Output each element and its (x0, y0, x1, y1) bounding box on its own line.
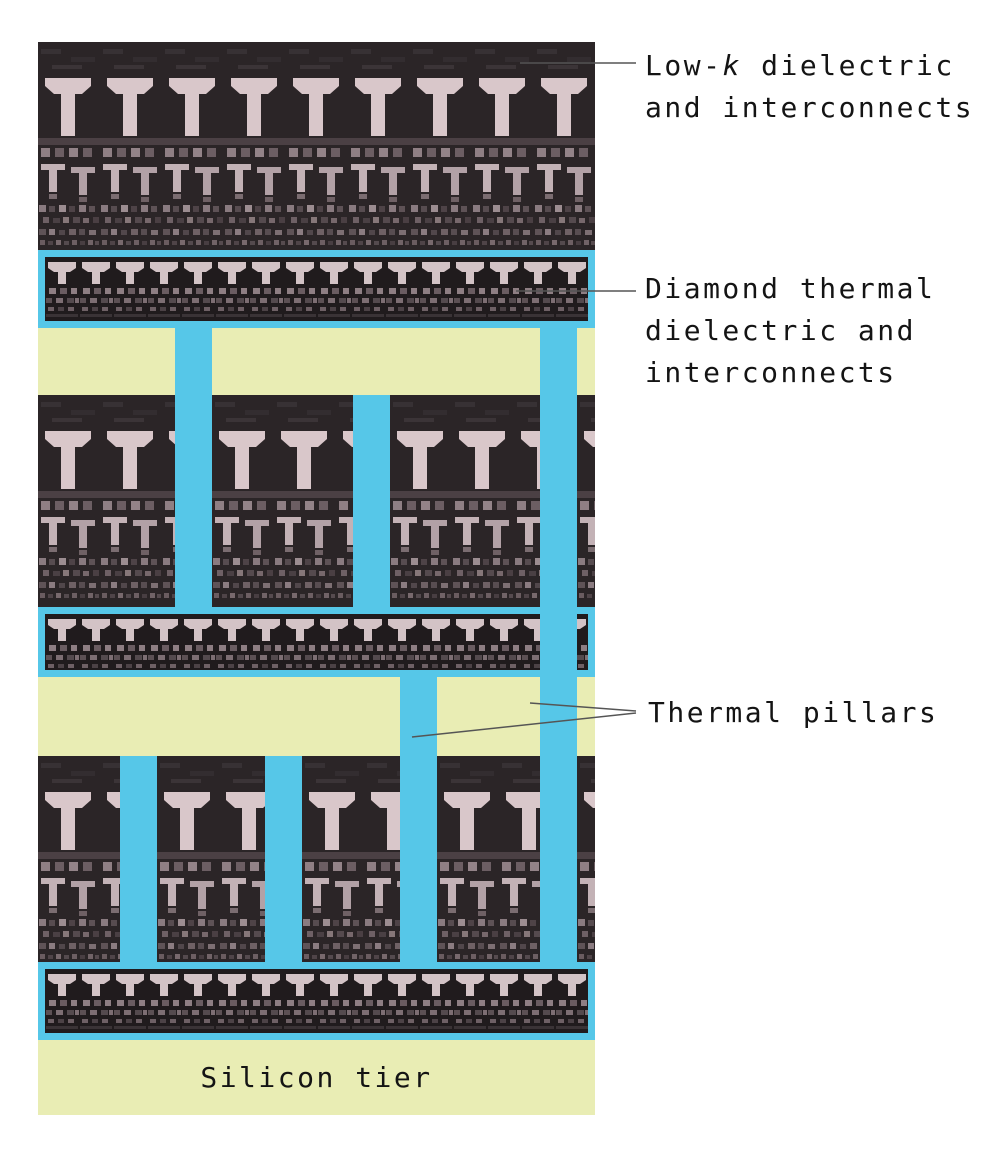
tier-block (577, 756, 595, 962)
thermal-pillar (540, 327, 577, 396)
diamond-layer-1 (38, 250, 595, 328)
label-low-k-pre: Low- (645, 49, 723, 82)
tier-block (390, 395, 540, 607)
thermal-pillar (540, 606, 577, 678)
tier-bottom (38, 756, 595, 962)
interconnect-texture (157, 756, 265, 962)
diamond-layer-2 (38, 606, 595, 678)
tier-top (38, 42, 595, 250)
interconnect-texture (437, 756, 540, 962)
label-low-k-dielectric: Low-k dielectric and interconnects (645, 45, 974, 129)
interconnect-texture (390, 395, 540, 607)
thermal-pillar (540, 676, 577, 757)
interconnect-texture (577, 756, 595, 962)
label-thermal-pillars-text: Thermal pillars (648, 696, 939, 729)
label-diamond-line1: Diamond thermal (645, 272, 936, 305)
interconnect-texture (577, 395, 595, 607)
silicon-tier: Silicon tier (38, 1040, 595, 1115)
tier-block (437, 756, 540, 962)
interconnect-texture (302, 756, 400, 962)
label-diamond-thermal: Diamond thermal dielectric and interconn… (645, 268, 935, 394)
thermal-pillar (400, 676, 437, 757)
tier-middle (38, 395, 595, 607)
silicon-tier-label: Silicon tier (200, 1061, 433, 1094)
label-thermal-pillars: Thermal pillars (648, 692, 938, 734)
label-low-k-post: dielectric (741, 49, 955, 82)
diamond-texture (45, 614, 588, 670)
chip-stack: Silicon tier (38, 42, 595, 1115)
diamond-layer-3 (38, 962, 595, 1040)
interconnect-texture (38, 395, 175, 607)
label-diamond-line2: dielectric and (645, 314, 917, 347)
tier-block (157, 756, 265, 962)
diamond-texture (45, 969, 588, 1033)
diamond-texture-svg (45, 614, 588, 670)
tier-block (577, 395, 595, 607)
label-low-k-italic: k (722, 49, 742, 82)
tier-block (38, 756, 120, 962)
interconnect-texture (212, 395, 353, 607)
thermal-pillar (175, 327, 212, 396)
interconnect-texture (38, 756, 120, 962)
diamond-texture-svg (45, 969, 588, 1033)
diamond-texture-svg (45, 257, 588, 321)
diamond-texture (45, 257, 588, 321)
label-low-k-line2: and interconnects (645, 91, 975, 124)
label-diamond-line3: interconnects (645, 356, 897, 389)
tier-block (38, 395, 175, 607)
label-low-k-line1: Low-k dielectric (645, 45, 974, 87)
pillar-gap-2 (38, 676, 595, 757)
tier-block (212, 395, 353, 607)
interconnect-texture (38, 42, 595, 250)
tier-block (302, 756, 400, 962)
pillar-gap-1 (38, 327, 595, 396)
